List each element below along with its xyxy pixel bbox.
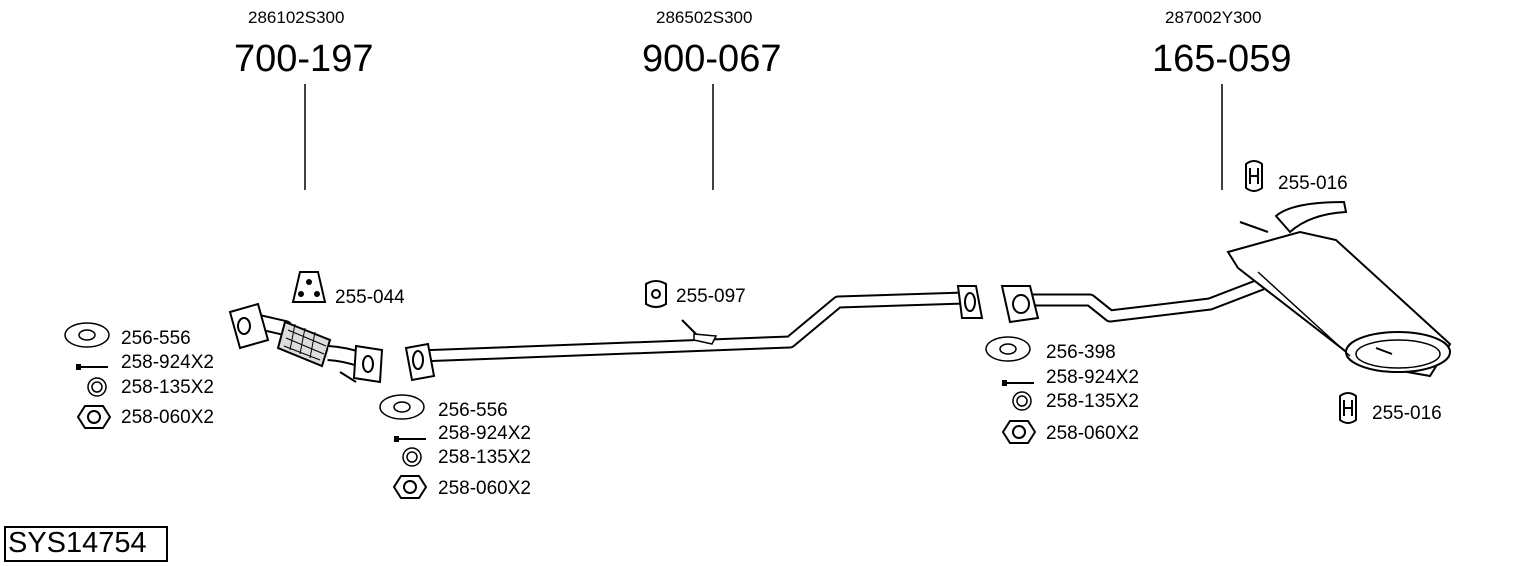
- label-kit-b-gasket: 256-556: [438, 400, 508, 421]
- rubber-mount-255-044-icon: [291, 271, 327, 303]
- rubber-mount-255-016-top-icon: [1245, 160, 1263, 192]
- nut-kit-b-icon: [392, 475, 428, 499]
- gasket-kit-a-icon: [64, 322, 110, 348]
- front-pipe-drawing: [228, 302, 384, 384]
- label-mount-rear-bottom: 255-016: [1372, 403, 1442, 424]
- spring-washer-kit-b-icon: [402, 447, 422, 467]
- oem-number-front: 286102S300: [248, 8, 345, 27]
- label-kit-b-bolt: 258-924X2: [438, 423, 531, 444]
- rear-silencer-drawing: [1000, 200, 1452, 378]
- label-kit-a-spring: 258-135X2: [121, 377, 214, 398]
- label-kit-a-nut: 258-060X2: [121, 407, 214, 428]
- rubber-mount-255-016-bottom-icon: [1339, 392, 1357, 424]
- label-kit-a-bolt: 258-924X2: [121, 352, 214, 373]
- middle-pipe-drawing: [404, 285, 984, 382]
- system-id-box: [4, 526, 168, 562]
- nut-kit-a-icon: [76, 405, 112, 429]
- label-mount-front: 255-044: [335, 287, 405, 308]
- label-kit-a-gasket: 256-556: [121, 328, 191, 349]
- label-kit-c-gasket: 256-398: [1046, 342, 1116, 363]
- gasket-kit-c-icon: [985, 336, 1031, 362]
- spring-washer-kit-c-icon: [1012, 391, 1032, 411]
- bolt-kit-c-icon: [1002, 380, 1034, 386]
- label-kit-c-spring: 258-135X2: [1046, 391, 1139, 412]
- system-id: SYS14754: [8, 527, 147, 559]
- gasket-kit-b-icon: [379, 394, 425, 420]
- label-kit-b-spring: 258-135X2: [438, 447, 531, 468]
- label-kit-c-nut: 258-060X2: [1046, 423, 1139, 444]
- label-mount-rear-top: 255-016: [1278, 173, 1348, 194]
- oem-number-middle: 286502S300: [656, 8, 753, 27]
- label-kit-b-nut: 258-060X2: [438, 478, 531, 499]
- part-number-rear-silencer: 165-059: [1152, 38, 1292, 80]
- spring-washer-kit-a-icon: [87, 377, 107, 397]
- part-number-middle-pipe: 900-067: [642, 38, 782, 80]
- label-kit-c-bolt: 258-924X2: [1046, 367, 1139, 388]
- part-number-front-pipe: 700-197: [234, 38, 374, 80]
- nut-kit-c-icon: [1001, 420, 1037, 444]
- bolt-kit-b-icon: [394, 436, 426, 442]
- rubber-mount-255-097-icon: [645, 280, 667, 308]
- label-mount-middle: 255-097: [676, 286, 746, 307]
- oem-number-rear: 287002Y300: [1165, 8, 1262, 27]
- bolt-kit-a-icon: [76, 364, 108, 370]
